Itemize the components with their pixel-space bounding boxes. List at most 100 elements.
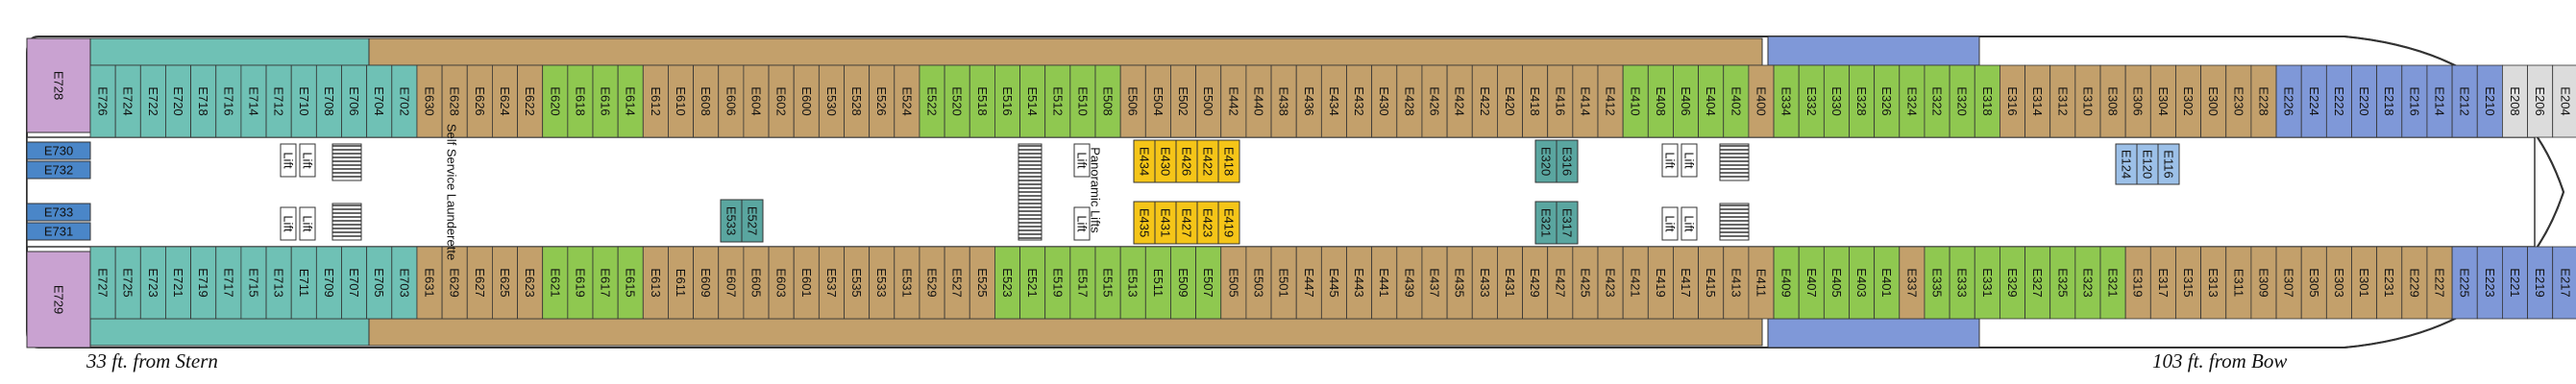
cabin-starboard [1597,64,1624,138]
cabin-starboard [139,64,166,138]
cabin-port [994,246,1020,320]
cabin-port [1396,246,1423,320]
cabin-label: E424 [1453,86,1467,115]
cabin-label: E445 [1327,268,1341,297]
cabin-label: E520 [950,86,965,115]
cabin-starboard [1572,64,1599,138]
cabin-label: E617 [599,268,613,297]
cabin-label: E621 [548,268,562,297]
cabin-label: E322 [1930,86,1945,115]
cabin-label: E415 [1704,268,1718,297]
cabin-port [1195,246,1222,320]
cabin-port [1974,246,2000,320]
cabin-starboard [1371,64,1398,138]
lift-label: Lift [282,152,296,169]
cabin-starboard [592,64,619,138]
cabin-starboard [1748,64,1775,138]
cabin-label: E611 [674,269,688,297]
cabin-port [1999,246,2025,320]
cabin-label: E408 [1654,86,1668,115]
cabin-port [2426,246,2453,320]
cabin-label: E325 [2055,268,2070,297]
cabin-starboard [1195,64,1222,138]
cabin-label: E225 [2458,268,2472,297]
cabin-label: E608 [699,86,713,115]
cabin-label: E435 [1138,208,1152,237]
panoramic-cabin [1217,201,1240,245]
cabin-label: E430 [1159,147,1173,176]
cabin-label: E401 [1879,268,1894,297]
cabin-label: E613 [649,268,663,297]
cabin-port [139,246,166,320]
cabin-port [265,246,292,320]
cabin-port [2275,246,2302,320]
cabin-starboard [1497,64,1523,138]
cabin-label: E223 [2483,268,2497,297]
cabin-starboard [1144,64,1171,138]
cabin-label: E303 [2332,268,2346,297]
cabin-label: E618 [573,86,587,115]
cabin-port [2451,246,2478,320]
cabin-port [1748,246,1775,320]
cabin-starboard [315,64,342,138]
launderette-label: Self Service Launderette [445,124,459,260]
cabin-label: E220 [2357,86,2371,115]
cabin-label: E519 [1050,268,1065,297]
cabin-starboard [2501,64,2528,138]
stern-side-cabin [26,222,91,241]
cabin-starboard [617,64,644,138]
cabin-label: E304 [2156,86,2171,115]
cabin-port [542,246,569,320]
lift [1073,143,1091,178]
cabin-starboard [642,64,669,138]
panoramic-cabin [1217,139,1240,183]
cabin-starboard [2200,64,2227,138]
cabin-label: E512 [1050,86,1065,115]
cabin-label: E302 [2181,86,2196,115]
cabin-label: E514 [1025,86,1040,115]
cabin-label: E418 [1528,86,1542,115]
cabin-label: E604 [748,86,763,115]
cabin-label: E712 [272,86,286,115]
cabin-label: E318 [1980,86,1995,115]
cabin-label: E533 [874,268,889,297]
cabin-label: E626 [473,86,487,115]
cabin-starboard [1547,64,1574,138]
cabin-label: E601 [799,268,814,297]
cabin-port [1320,246,1347,320]
cabin-label: E222 [2332,86,2346,115]
cabin-label: E324 [1904,86,1919,115]
cabin-port [969,246,995,320]
cabin-label: E440 [1251,86,1265,115]
cabin-port [617,246,644,320]
cabin-label: E433 [1478,268,1492,297]
cabin-label: E217 [2558,268,2572,297]
cabin-label: E435 [1453,268,1467,297]
cabin-label: E224 [2307,86,2321,115]
cabin-starboard [441,64,468,138]
cabin-label: E204 [2558,86,2572,115]
cabin-label: E709 [322,268,336,297]
cabin-port [391,246,418,320]
cabin-starboard [768,64,795,138]
cabin-label: E432 [1352,86,1366,115]
lift [280,206,297,241]
cabin-label: E704 [372,86,386,115]
cabin-label: E333 [1955,268,1970,297]
cabin-label: E212 [2458,86,2472,115]
lift-label: Lift [1682,152,1697,169]
cabin-port [190,246,217,320]
cabin-port [1622,246,1649,320]
cabin-label: E231 [2382,268,2396,297]
cabin-label: E321 [1539,208,1554,237]
cabin-starboard [1647,64,1674,138]
cabin-label: E414 [1578,86,1592,115]
cabin-starboard [2225,64,2252,138]
cabin-starboard [2024,64,2051,138]
cabin-label: E728 [52,71,66,100]
cabin-port [441,246,468,320]
cabin-label: E616 [599,86,613,115]
cabin-label: E720 [171,86,185,115]
cabin-label: E501 [1277,268,1291,297]
